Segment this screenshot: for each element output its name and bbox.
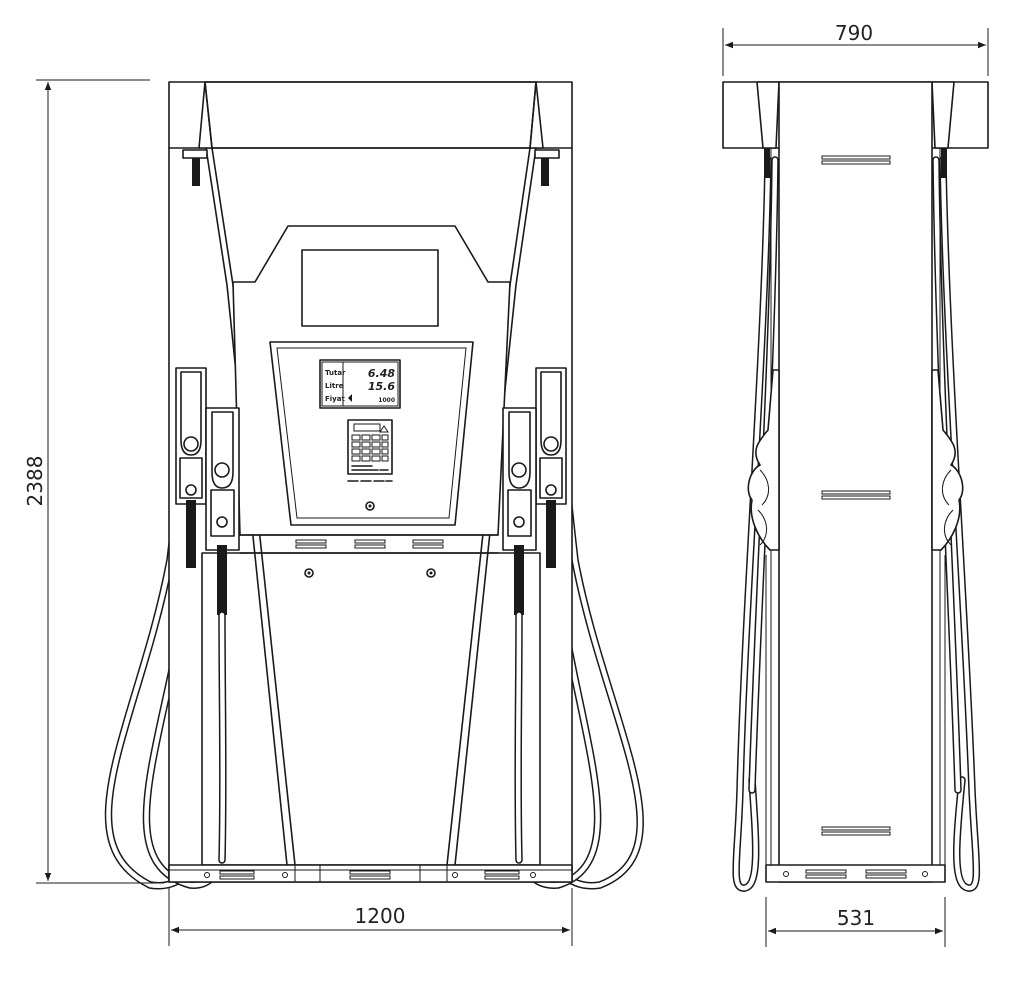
left-hose-outlet [182,149,208,159]
side-nozzles-left [747,369,780,551]
key-lock [365,501,375,511]
right-nozzle-group [502,367,567,615]
price-display [319,359,401,409]
side-column [778,81,933,883]
width-label: 1200 [355,904,406,928]
display-label-price: Fiyat [325,395,345,403]
door-lock-right [426,568,436,578]
nozzle-icon [180,371,202,456]
dimension-height: 2388 [23,79,164,884]
display-label-amount: Tutar [325,369,346,377]
front-vents [295,539,444,549]
left-nozzle-group [175,367,240,615]
door-lock-left [304,568,314,578]
side-vents [821,155,891,836]
height-label: 2388 [23,456,47,507]
nozzle-icon [211,411,234,489]
display-label-volume: Litre [325,382,344,390]
advertising-screen [301,249,439,327]
side-nozzles-right [931,369,964,551]
dimension-depth-top: 790 [722,21,989,76]
nozzle-icon [508,411,531,489]
keypad-keys [351,434,389,462]
depth-top-label: 790 [835,21,873,45]
depth-base-label: 531 [837,906,875,930]
base-vents [219,870,520,880]
dimension-width: 1200 [168,888,573,946]
display-value-price: 1000 [378,397,395,404]
arrow-icon [348,394,352,402]
front-view: Tutar Litre Fiyat 6.48 15.6 1000 [104,81,644,890]
side-base [765,864,946,883]
warning-icon [379,425,389,433]
nozzle-icon [540,371,562,456]
keypad [347,419,393,475]
display-value-amount: 6.48 [368,367,395,380]
right-hose-outlet [534,149,560,159]
side-view [722,81,989,892]
display-value-volume: 15.6 [368,380,395,393]
dimension-depth-base: 531 [765,897,946,947]
